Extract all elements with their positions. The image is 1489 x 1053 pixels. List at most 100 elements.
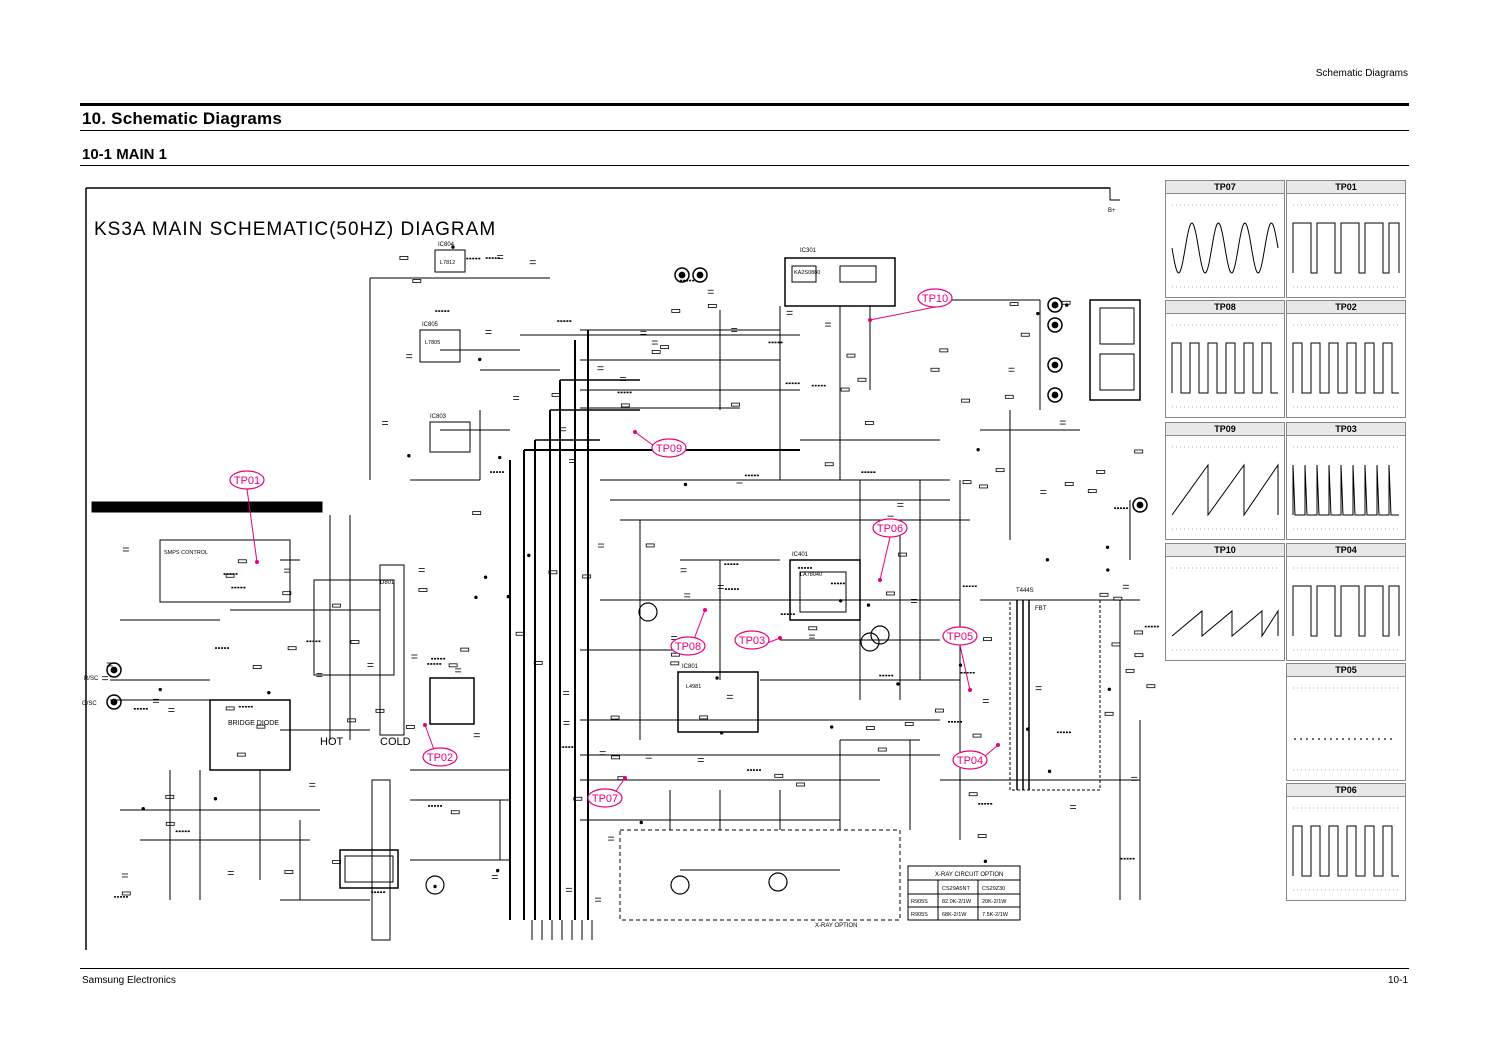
waveform-trace [1171, 446, 1279, 530]
resistor [731, 402, 740, 407]
resistor [962, 480, 972, 485]
junction-dot [495, 868, 500, 873]
test-point-tip [633, 430, 637, 434]
junction-dot [983, 859, 988, 864]
resistor [840, 387, 850, 392]
resistor [284, 870, 294, 874]
connector-pin [696, 271, 704, 279]
resistor [660, 345, 669, 350]
connector-terminal [692, 267, 708, 283]
ic-part-label: SMPS CONTROL [164, 550, 208, 556]
ic-label: IC803 [430, 414, 447, 420]
junction-dot [829, 725, 834, 729]
resistor [573, 796, 583, 801]
xray-table-cell: R905S [911, 912, 928, 918]
cold-label: COLD [380, 736, 411, 748]
xray-table-cell: 20K-2/1W [982, 899, 1007, 905]
test-point-tip [878, 578, 882, 582]
test-point-label: TP06 [877, 523, 903, 535]
header-rule [80, 103, 1409, 106]
resistor [857, 377, 867, 382]
resistor [1125, 668, 1135, 673]
junction-dot [1106, 568, 1110, 572]
test-point-label: TP09 [656, 443, 682, 455]
resistor [515, 631, 525, 636]
junction-dot [715, 676, 719, 680]
waveform-label: TP05 [1287, 664, 1405, 677]
junction-dot [1107, 687, 1112, 691]
junction-dot [158, 687, 162, 692]
test-point-tp10: TP10 [868, 288, 953, 322]
resistor [898, 552, 907, 557]
ic-part-label: KA2S0880 [794, 270, 820, 276]
test-point-label: TP08 [675, 641, 701, 653]
waveform-trace [1293, 687, 1399, 771]
transistor [425, 875, 445, 895]
connector-label: FBT [1035, 606, 1047, 612]
bridge-diode-label: BRIDGE DIODE [228, 720, 279, 727]
connector-pin [1051, 391, 1059, 399]
ic-part-label: L7805 [425, 340, 440, 346]
waveform-panel-tp08: TP08 [1165, 300, 1285, 418]
resistor [1146, 684, 1156, 689]
test-point-tp01: TP01 [229, 470, 265, 564]
resistor [707, 304, 717, 308]
resistor [375, 708, 385, 713]
resistor [1096, 469, 1106, 474]
ic-label: IC401 [792, 552, 809, 558]
test-point-oval [734, 630, 770, 650]
resistor [961, 398, 970, 403]
resistor [610, 715, 620, 720]
resistor [864, 421, 874, 425]
junction-dot [474, 595, 478, 600]
resistor [865, 726, 875, 730]
resistor [287, 646, 297, 651]
waveform-panel-tp05: TP05 [1286, 663, 1406, 781]
resistor [983, 637, 992, 642]
resistor [1064, 482, 1074, 486]
resistor [418, 588, 428, 592]
connector-terminal [1132, 497, 1148, 513]
test-point-oval [670, 636, 706, 656]
page-title: 10. Schematic Diagrams [82, 109, 282, 128]
junction-dot [976, 447, 980, 452]
waveform-label: TP02 [1287, 301, 1405, 314]
test-point-tp07: TP07 [587, 776, 627, 808]
connector-pin [1051, 301, 1059, 309]
connector-terminal [106, 694, 122, 710]
transistor [638, 602, 658, 622]
test-point-oval [229, 470, 265, 490]
connector-terminal [1047, 317, 1063, 333]
resistor [332, 860, 342, 864]
waveform-trace [1171, 324, 1278, 408]
junction-dot [478, 357, 482, 362]
ic-part-label: L4981 [686, 684, 701, 690]
connector-terminal [1047, 297, 1063, 313]
junction-dot [1047, 769, 1052, 774]
resistor [1004, 394, 1014, 399]
xray-table-cell: 68K-2/1W [942, 912, 967, 918]
test-point-label: TP01 [234, 475, 260, 487]
connector-pin [110, 666, 118, 674]
resistor [252, 665, 262, 669]
resistor [582, 574, 592, 579]
junction-dot [433, 884, 437, 889]
resistor [877, 747, 887, 752]
test-point-tip [703, 608, 707, 612]
connector-pin [1051, 321, 1059, 329]
test-point-tp06: TP06 [872, 518, 908, 582]
test-point-label: TP03 [739, 635, 765, 647]
junction-dot [639, 820, 643, 825]
xray-table-cell: R905S [911, 899, 928, 905]
junction-dot [527, 553, 531, 558]
test-point-leader [246, 488, 258, 563]
junction-dot [866, 603, 871, 607]
connector-pin [1136, 501, 1144, 509]
waveform-panel-tp03: TP03 [1286, 422, 1406, 540]
test-point-oval [872, 518, 908, 538]
resistor [934, 708, 944, 713]
junction-dot [267, 690, 271, 695]
connector-label: T444S [1016, 588, 1034, 594]
connector-pin [678, 271, 686, 279]
